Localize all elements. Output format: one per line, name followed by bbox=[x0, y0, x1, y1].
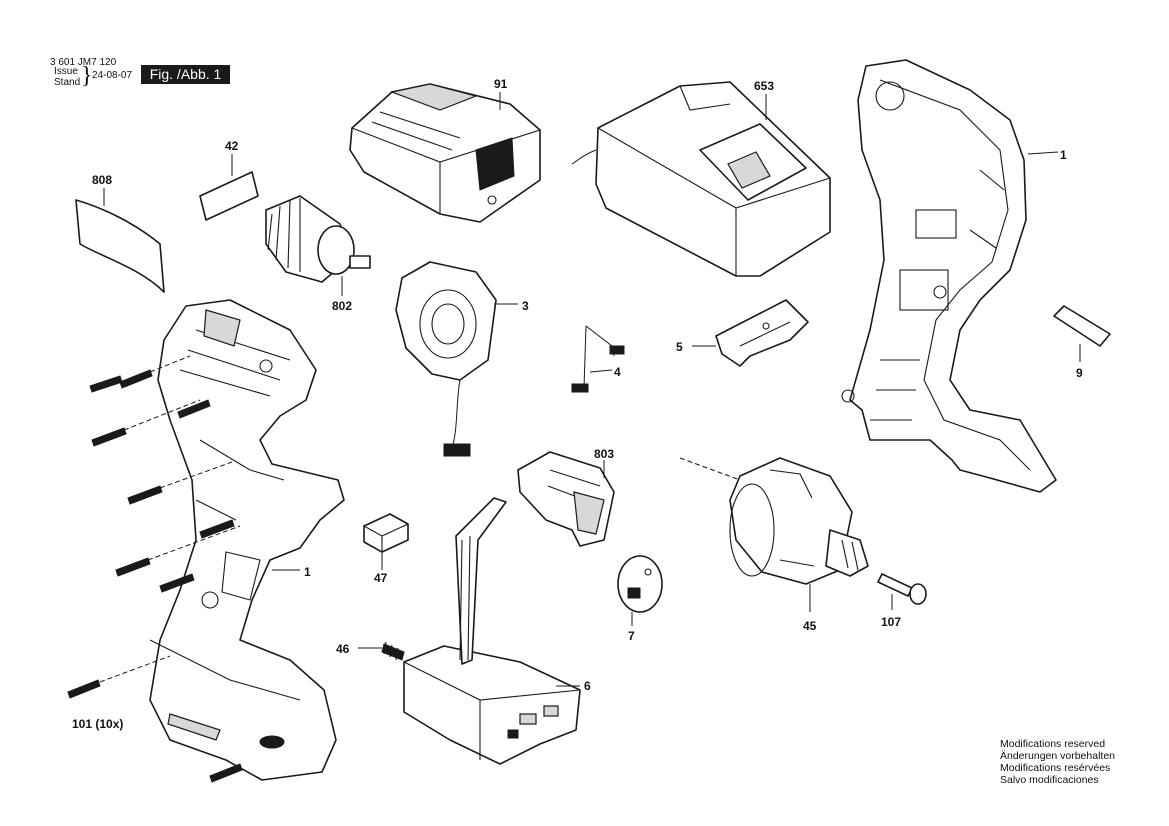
label-47: 47 bbox=[374, 571, 388, 585]
motor-part-802 bbox=[265, 195, 371, 283]
label-808: 808 bbox=[92, 173, 112, 187]
housing-half-right-part-1 bbox=[841, 59, 1057, 493]
note-line: Änderungen vorbehalten bbox=[1000, 750, 1116, 762]
label-802: 802 bbox=[332, 299, 352, 313]
label-6: 6 bbox=[584, 679, 591, 693]
screws-part-101 bbox=[67, 355, 243, 783]
label-45: 45 bbox=[803, 619, 817, 633]
label-4: 4 bbox=[614, 365, 621, 379]
label-653: 653 bbox=[754, 79, 774, 93]
label-91: 91 bbox=[494, 77, 508, 91]
sensor-cable-part-4 bbox=[571, 325, 625, 393]
issue-date: 24-08-07 bbox=[92, 70, 133, 81]
stand-label: Stand bbox=[54, 77, 81, 88]
header-brace: } bbox=[81, 63, 93, 89]
axis-line-45 bbox=[679, 457, 741, 481]
label-1-top: 1 bbox=[1060, 148, 1067, 162]
label-3: 3 bbox=[522, 299, 529, 313]
sensor-disc-part-7 bbox=[617, 555, 663, 613]
note-line: Modifications resérvées bbox=[1000, 762, 1111, 774]
spring-part-46 bbox=[381, 641, 405, 661]
label-9: 9 bbox=[1076, 366, 1083, 380]
issue-label: Issue bbox=[54, 66, 78, 77]
label-sticker-part-9 bbox=[1053, 305, 1111, 347]
label-sticker-part-42 bbox=[199, 171, 259, 221]
document-number: 3 601 JM7 120 bbox=[50, 57, 117, 68]
label-7: 7 bbox=[628, 629, 635, 643]
electronic-module-part-6 bbox=[403, 497, 581, 765]
charger-part-653 bbox=[571, 81, 831, 277]
gearbox-part-45 bbox=[729, 457, 869, 585]
label-46: 46 bbox=[336, 642, 350, 656]
note-line: Salvo modificaciones bbox=[1000, 774, 1099, 786]
note-line: Modifications reserved bbox=[1000, 738, 1106, 750]
label-107: 107 bbox=[881, 615, 901, 629]
leader-4 bbox=[589, 369, 613, 373]
clip-part-47 bbox=[363, 513, 409, 553]
housing-half-left-part-1 bbox=[149, 299, 345, 781]
label-101: 101 (10x) bbox=[72, 717, 123, 731]
modification-notes: Modifications reserved Änderungen vorbeh… bbox=[1000, 738, 1115, 786]
battery-pack-part-91 bbox=[349, 83, 541, 223]
switch-slide-part-5 bbox=[715, 299, 809, 367]
motor-bracket-part-3 bbox=[395, 261, 497, 457]
label-803: 803 bbox=[594, 447, 614, 461]
label-5: 5 bbox=[676, 340, 683, 354]
figure-label: Fig. /Abb. 1 bbox=[141, 65, 230, 84]
leader-1-top bbox=[1027, 151, 1059, 155]
switch-part-803 bbox=[517, 451, 615, 547]
label-1-left: 1 bbox=[304, 565, 311, 579]
screw-part-107 bbox=[877, 573, 927, 605]
nameplate-part-808 bbox=[75, 199, 165, 293]
label-42: 42 bbox=[225, 139, 239, 153]
